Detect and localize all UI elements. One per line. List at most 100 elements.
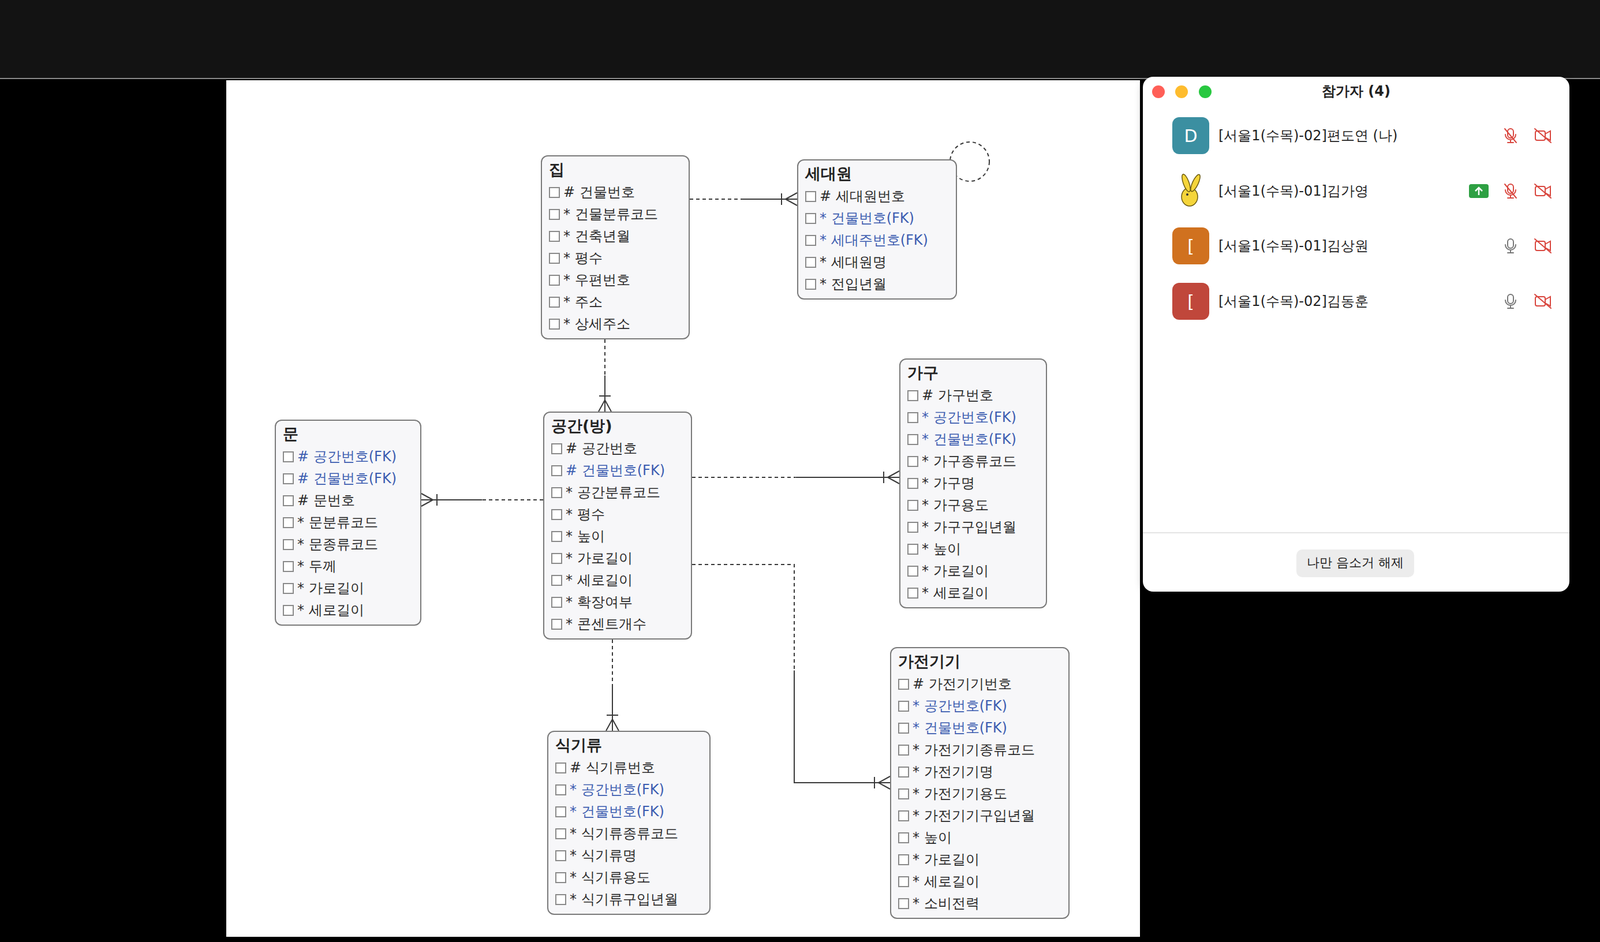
checkbox bbox=[551, 487, 563, 499]
attribute-name: * 가구구입년월 bbox=[921, 516, 1017, 538]
attribute-row: * 식기류종류코드 bbox=[555, 822, 703, 845]
crows-foot bbox=[883, 470, 900, 484]
checkbox bbox=[282, 451, 294, 463]
checkbox bbox=[898, 832, 910, 844]
checkbox bbox=[551, 509, 563, 521]
attribute-name: * 건물번호(FK) bbox=[569, 800, 665, 823]
attribute-row: * 문종류코드 bbox=[282, 533, 414, 556]
share-box bbox=[1468, 184, 1489, 198]
attribute-name: * 건물번호(FK) bbox=[912, 716, 1008, 739]
attribute-row: * 세로길이 bbox=[907, 581, 1039, 604]
close-dot bbox=[1152, 85, 1165, 99]
attribute-name: * 세로길이 bbox=[565, 569, 633, 592]
mic-muted-icon bbox=[1504, 184, 1517, 198]
attribute-row: * 가전기기용도 bbox=[898, 782, 1062, 805]
optional-half bbox=[611, 639, 613, 686]
checkbox bbox=[907, 587, 919, 599]
bunny-ear bbox=[1189, 173, 1203, 193]
checkbox bbox=[907, 565, 919, 577]
entity-box: 문# 공간번호(FK)# 건물번호(FK)# 문번호* 문분류코드* 문종류코드… bbox=[274, 419, 422, 626]
attribute-name: * 세대원명 bbox=[819, 251, 887, 274]
attribute-name: * 확장여부 bbox=[565, 591, 633, 613]
relationship-line bbox=[692, 564, 891, 790]
checkbox bbox=[907, 390, 919, 402]
relationship-line bbox=[598, 339, 612, 412]
mic-muted-icon bbox=[1504, 128, 1517, 143]
entity-box: 공간(방)# 공간번호# 건물번호(FK)* 공간분류코드* 평수* 높이* 가… bbox=[543, 411, 693, 640]
attribute-name: * 가전기기명 bbox=[912, 760, 994, 783]
attribute-row: # 세대원번호 bbox=[805, 185, 949, 208]
camera-lens bbox=[1545, 186, 1551, 196]
crows-foot bbox=[598, 395, 612, 412]
checkbox bbox=[282, 495, 294, 507]
entity-name: 문 bbox=[282, 422, 414, 446]
entity-name: 집 bbox=[548, 158, 682, 182]
attribute-row: * 문분류코드 bbox=[282, 511, 414, 534]
camera-body bbox=[1535, 296, 1546, 306]
entity-name: 세대원 bbox=[805, 162, 949, 186]
checkbox bbox=[551, 552, 563, 564]
checkbox bbox=[805, 278, 817, 290]
attribute-row: * 두께 bbox=[282, 555, 414, 578]
attribute-row: # 건물번호 bbox=[548, 181, 682, 204]
checkbox bbox=[548, 230, 560, 242]
attribute-row: * 높이 bbox=[907, 537, 1039, 560]
relationship-line bbox=[606, 639, 619, 731]
camera-body bbox=[1535, 241, 1546, 251]
camera-off-icon bbox=[1534, 294, 1551, 309]
crows-foot bbox=[606, 715, 619, 731]
relationship-line bbox=[692, 470, 900, 484]
attribute-name: # 건물번호(FK) bbox=[565, 459, 665, 482]
zoom-dot bbox=[1198, 85, 1212, 99]
attribute-row: * 세대주번호(FK) bbox=[805, 229, 949, 252]
attribute-row: * 높이 bbox=[551, 525, 684, 548]
checkbox bbox=[907, 455, 919, 467]
mic-stand bbox=[1505, 189, 1516, 198]
attribute-name: * 평수 bbox=[565, 503, 605, 526]
top-bar bbox=[0, 0, 1600, 79]
attribute-row: * 높이 bbox=[898, 826, 1062, 849]
relationship-line bbox=[689, 192, 798, 206]
attribute-row: * 가구종류코드 bbox=[907, 450, 1039, 473]
attribute-name: * 공간분류코드 bbox=[565, 481, 661, 504]
attribute-row: * 공간번호(FK) bbox=[555, 778, 703, 801]
attribute-row: * 가로길이 bbox=[907, 559, 1039, 582]
optional-half bbox=[692, 476, 796, 478]
mic-body bbox=[1507, 128, 1514, 138]
entity-box: 집# 건물번호* 건물분류코드* 건축년월* 평수* 우편번호* 주소* 상세주… bbox=[540, 155, 690, 340]
attribute-name: * 가전기기종류코드 bbox=[912, 738, 1035, 761]
checkbox bbox=[898, 810, 910, 822]
camera-lens bbox=[1545, 296, 1551, 306]
separator bbox=[1142, 532, 1570, 534]
checkbox bbox=[898, 744, 910, 756]
attribute-row: * 우편번호 bbox=[548, 268, 682, 291]
optional-half bbox=[692, 564, 795, 671]
attribute-name: * 건축년월 bbox=[563, 225, 631, 248]
attribute-name: # 가구번호 bbox=[921, 384, 994, 407]
attribute-row: * 건물번호(FK) bbox=[898, 716, 1062, 739]
attribute-row: # 가전기기번호 bbox=[898, 673, 1062, 695]
mute-slash bbox=[1504, 184, 1517, 198]
relationship-line bbox=[421, 493, 544, 507]
checkbox bbox=[805, 191, 817, 203]
attribute-name: * 식기류명 bbox=[569, 844, 637, 867]
attribute-row: * 세대원명 bbox=[805, 251, 949, 274]
checkbox bbox=[551, 465, 563, 477]
mic-stand bbox=[1505, 134, 1516, 143]
bunny-eye bbox=[1186, 193, 1189, 196]
attribute-row: # 식기류번호 bbox=[555, 756, 703, 779]
attribute-name: * 건물번호(FK) bbox=[921, 428, 1017, 451]
checkbox bbox=[555, 894, 567, 906]
avatar-letter: [ bbox=[1187, 236, 1195, 257]
checkbox bbox=[805, 212, 817, 224]
attribute-name: * 건물분류코드 bbox=[563, 203, 659, 226]
attribute-row: * 건물번호(FK) bbox=[907, 428, 1039, 451]
crows-foot bbox=[781, 192, 798, 206]
attribute-name: * 가전기기구입년월 bbox=[912, 804, 1035, 827]
mic-icon bbox=[1505, 294, 1516, 309]
attribute-name: * 높이 bbox=[921, 537, 962, 560]
avatar-letter: D bbox=[1183, 125, 1198, 147]
checkbox bbox=[898, 722, 910, 734]
attribute-name: # 공간번호 bbox=[565, 437, 638, 460]
